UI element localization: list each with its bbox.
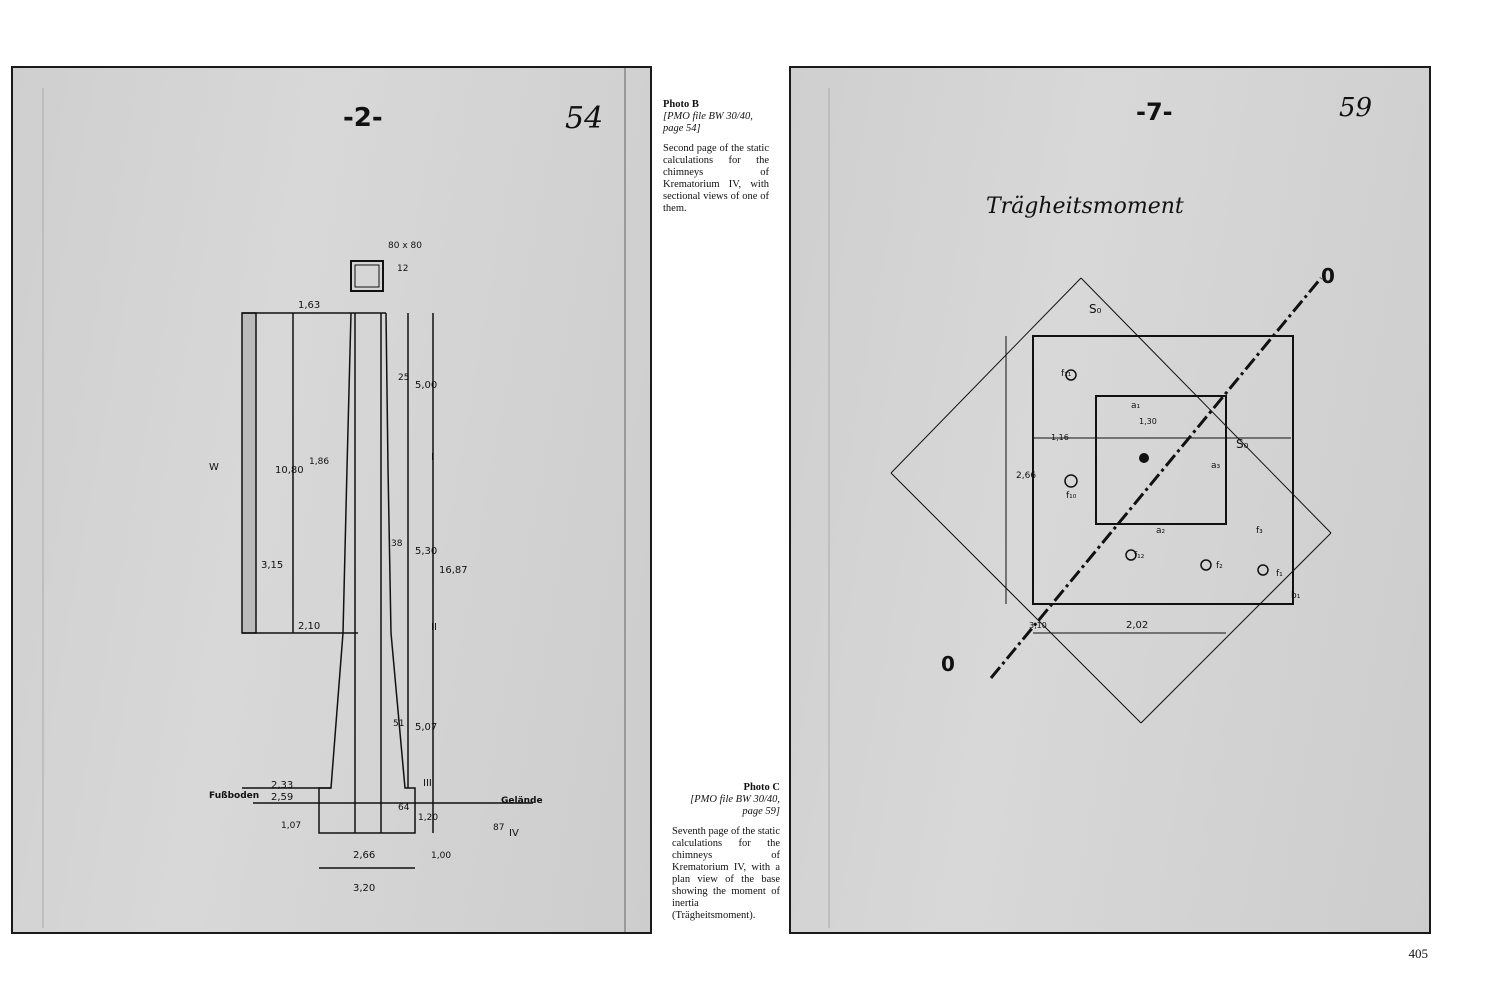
label-f10: f₁₀ xyxy=(1066,491,1077,501)
dim-2-59: 2,59 xyxy=(271,792,293,803)
label-b1: b₁ xyxy=(1291,591,1301,601)
section-label: 80 x 80 xyxy=(388,241,422,251)
dim-2-33: 2,33 xyxy=(271,780,293,791)
dim-16-87: 16,87 xyxy=(439,565,468,576)
dim-64: 64 xyxy=(398,803,410,813)
dim-III: III xyxy=(423,778,432,789)
photo-b-reference: [PMO file BW 30/40, page 54] xyxy=(663,111,753,134)
dim-2-66: 2,66 xyxy=(1016,471,1036,481)
label-f3: f₃ xyxy=(1256,526,1263,536)
dim-1-63: 1,63 xyxy=(298,300,320,311)
dim-2-02: 2,02 xyxy=(1126,620,1148,631)
label-a1: a₁ xyxy=(1131,401,1141,411)
drawing-heading: Trägheitsmoment xyxy=(986,194,1184,219)
photo-b-title: Photo B xyxy=(663,99,699,110)
page-mark: -2- xyxy=(343,103,383,133)
axis-label-bottom: 0 xyxy=(941,652,955,676)
dim-51: 51 xyxy=(393,719,404,729)
dim-w: W xyxy=(209,462,219,473)
dim-3-20: 3,20 xyxy=(353,883,375,894)
label-gelaende: Gelände xyxy=(501,796,543,806)
sheet-number: 59 xyxy=(1339,93,1372,123)
label-f12: f₁₂ xyxy=(1134,551,1145,561)
dim-I: I xyxy=(431,452,434,463)
dim-25: 25 xyxy=(398,373,409,383)
dim-87: 87 xyxy=(493,823,504,833)
dim-3-10: 3,10 xyxy=(1029,621,1047,630)
label-a3: a₃ xyxy=(1211,461,1221,471)
dim-2-66: 2,66 xyxy=(353,850,375,861)
dim-5-30: 5,30 xyxy=(415,546,437,557)
sheet-number: 54 xyxy=(565,101,603,136)
dim-IV: IV xyxy=(509,828,519,839)
dim-II: II xyxy=(431,622,437,633)
dim-1-00: 1,00 xyxy=(431,851,451,861)
photo-c-caption: Photo C [PMO file BW 30/40, page 59] Sev… xyxy=(672,782,780,922)
label-f1: f₁ xyxy=(1276,569,1283,579)
page-mark: -7- xyxy=(1136,98,1173,126)
dim-5-00: 5,00 xyxy=(415,380,437,391)
label-fussboden: Fußboden xyxy=(209,791,259,801)
dim-12: 12 xyxy=(397,264,408,274)
photo-c-image: -7- 59 Trägheitsmoment 0 0 S₀ 2,66 1,16 … xyxy=(789,66,1431,934)
dim-2-10: 2,10 xyxy=(298,621,320,632)
photo-b-image: -2- 54 80 x 80 12 1,63 25 5,00 W 10,80 1… xyxy=(11,66,652,934)
label-a2: a₂ xyxy=(1156,526,1166,536)
dim-1-07: 1,07 xyxy=(281,821,301,831)
label-f2: f₂ xyxy=(1216,561,1223,571)
dim-s0-top: S₀ xyxy=(1089,302,1102,316)
photo-b-description: Second page of the static calculations f… xyxy=(663,143,769,214)
axis-label-top: 0 xyxy=(1321,264,1335,288)
dim-1-20: 1,20 xyxy=(418,813,438,823)
dim-1-16: 1,16 xyxy=(1051,433,1069,442)
dim-5-07: 5,07 xyxy=(415,722,437,733)
dim-1-30: 1,30 xyxy=(1139,417,1157,426)
page-number: 405 xyxy=(1408,946,1429,961)
dim-3-15: 3,15 xyxy=(261,560,283,571)
photo-c-title: Photo C xyxy=(743,782,780,793)
dim-1-86: 1,86 xyxy=(309,457,329,467)
photo-b-caption: Photo B [PMO file BW 30/40, page 54] Sec… xyxy=(663,99,769,215)
photo-c-description: Seventh page of the static calculations … xyxy=(672,826,780,921)
dim-s0-right: S₀ xyxy=(1236,437,1249,451)
dim-10-80: 10,80 xyxy=(275,465,304,476)
dim-38: 38 xyxy=(391,539,403,549)
photo-c-reference: [PMO file BW 30/40, page 59] xyxy=(690,794,780,817)
